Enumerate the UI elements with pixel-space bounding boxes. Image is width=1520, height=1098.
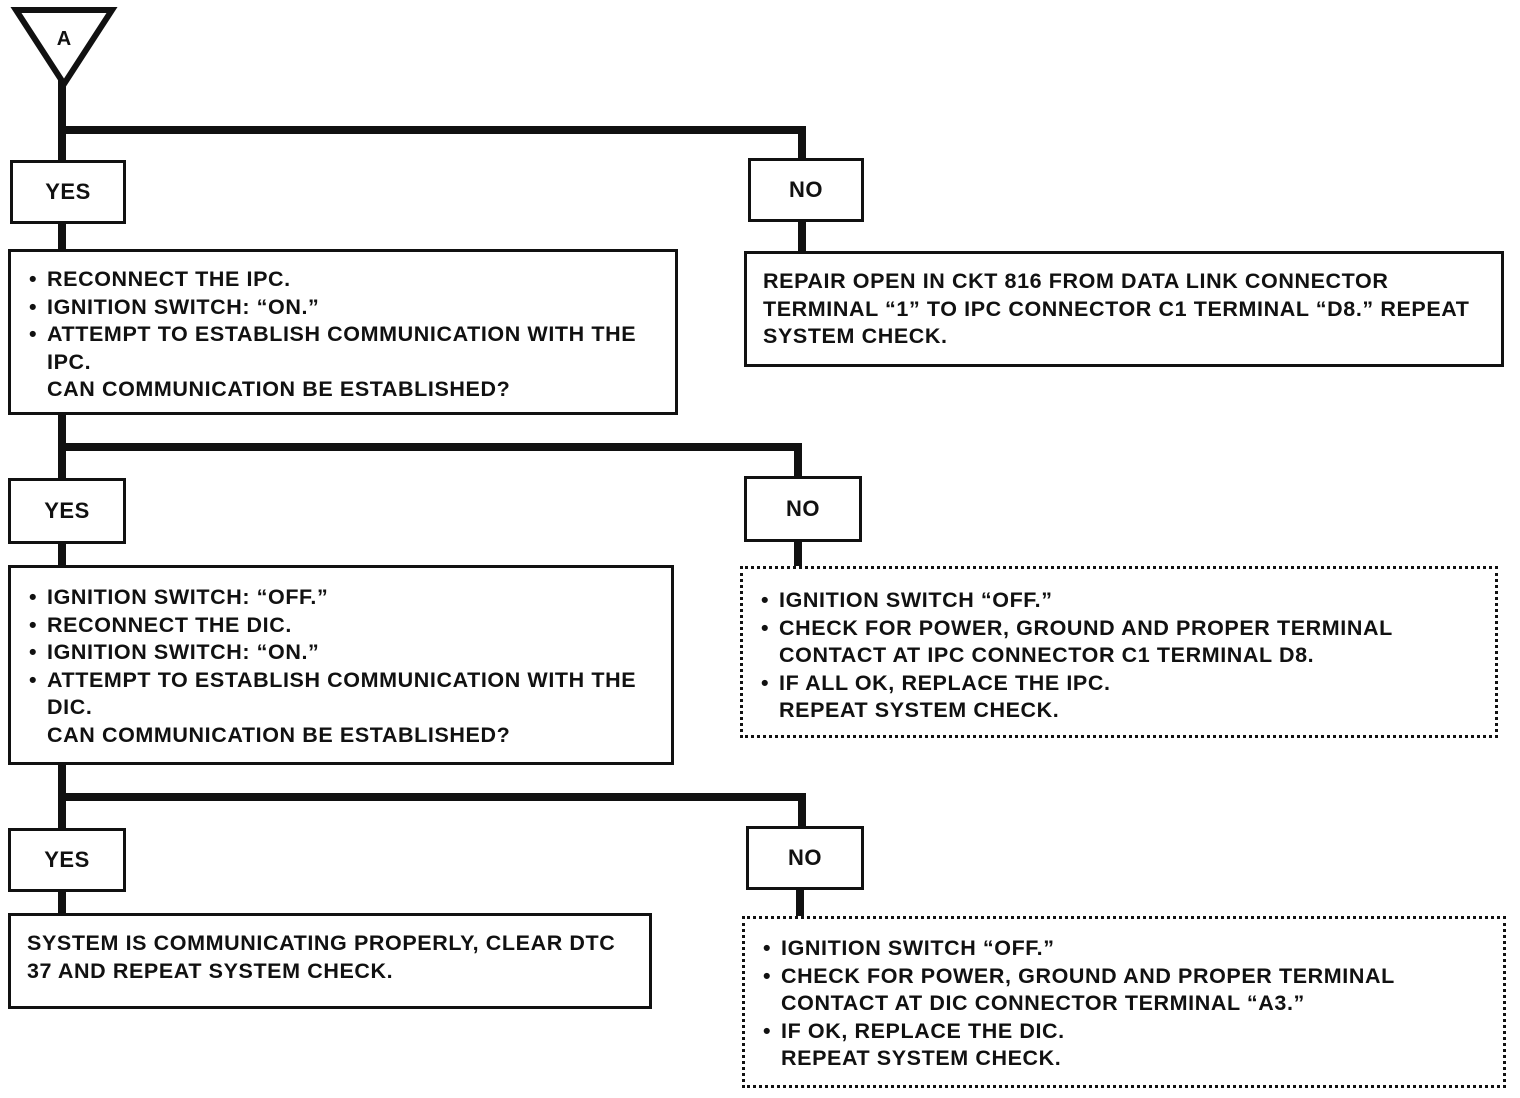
no-label: NO (789, 177, 823, 202)
step-list: IGNITION SWITCH “OFF.” CHECK FOR POWER, … (761, 935, 1489, 1045)
step-list: IGNITION SWITCH: “OFF.” RECONNECT THE DI… (27, 584, 657, 722)
decision-question: CAN COMMUNICATION BE ESTABLISHED? (47, 722, 511, 747)
step-item: IF ALL OK, REPLACE THE IPC. (759, 670, 1481, 698)
step-item: ATTEMPT TO ESTABLISH COMMUNICATION WITH … (27, 667, 657, 722)
step-list: IGNITION SWITCH “OFF.” CHECK FOR POWER, … (759, 587, 1481, 697)
step-item: IF OK, REPLACE THE DIC. (761, 1018, 1489, 1046)
no-box-1: NO (748, 158, 864, 222)
step-item: RECONNECT THE IPC. (27, 266, 661, 294)
step-item: CHECK FOR POWER, GROUND AND PROPER TERMI… (759, 615, 1481, 670)
step-item: IGNITION SWITCH “OFF.” (759, 587, 1481, 615)
step-box-check-ipc: IGNITION SWITCH “OFF.” CHECK FOR POWER, … (740, 566, 1498, 738)
yes-label: YES (44, 498, 90, 523)
step-item: CHECK FOR POWER, GROUND AND PROPER TERMI… (761, 963, 1489, 1018)
step-closing: REPEAT SYSTEM CHECK. (779, 698, 1060, 722)
step-item: ATTEMPT TO ESTABLISH COMMUNICATION WITH … (27, 321, 661, 376)
step-box-reconnect-dic: IGNITION SWITCH: “OFF.” RECONNECT THE DI… (8, 565, 674, 765)
yes-box-3: YES (8, 828, 126, 892)
step-closing: REPEAT SYSTEM CHECK. (781, 1046, 1062, 1070)
step-item: IGNITION SWITCH “OFF.” (761, 935, 1489, 963)
step-item: IGNITION SWITCH: “ON.” (27, 639, 657, 667)
step-text: REPAIR OPEN IN CKT 816 FROM DATA LINK CO… (763, 269, 1470, 348)
step-box-check-dic: IGNITION SWITCH “OFF.” CHECK FOR POWER, … (742, 916, 1506, 1088)
step-list: RECONNECT THE IPC. IGNITION SWITCH: “ON.… (27, 266, 661, 376)
step-item: IGNITION SWITCH: “ON.” (27, 294, 661, 322)
yes-label: YES (44, 847, 90, 872)
connector-a-triangle (10, 7, 118, 90)
yes-box-1: YES (10, 160, 126, 224)
step-box-repair-open: REPAIR OPEN IN CKT 816 FROM DATA LINK CO… (744, 251, 1504, 367)
yes-box-2: YES (8, 478, 126, 544)
no-box-2: NO (744, 476, 862, 542)
step-item: IGNITION SWITCH: “OFF.” (27, 584, 657, 612)
decision-question: CAN COMMUNICATION BE ESTABLISHED? (47, 377, 511, 401)
no-label: NO (788, 845, 822, 870)
step-text: SYSTEM IS COMMUNICATING PROPERLY, CLEAR … (27, 931, 616, 983)
step-box-reconnect-ipc: RECONNECT THE IPC. IGNITION SWITCH: “ON.… (8, 249, 678, 415)
step-item: RECONNECT THE DIC. (27, 612, 657, 640)
step-box-system-ok: SYSTEM IS COMMUNICATING PROPERLY, CLEAR … (8, 913, 652, 1009)
no-label: NO (786, 496, 820, 521)
yes-label: YES (45, 179, 91, 204)
connector-a-label: A (56, 28, 72, 50)
no-box-3: NO (746, 826, 864, 890)
